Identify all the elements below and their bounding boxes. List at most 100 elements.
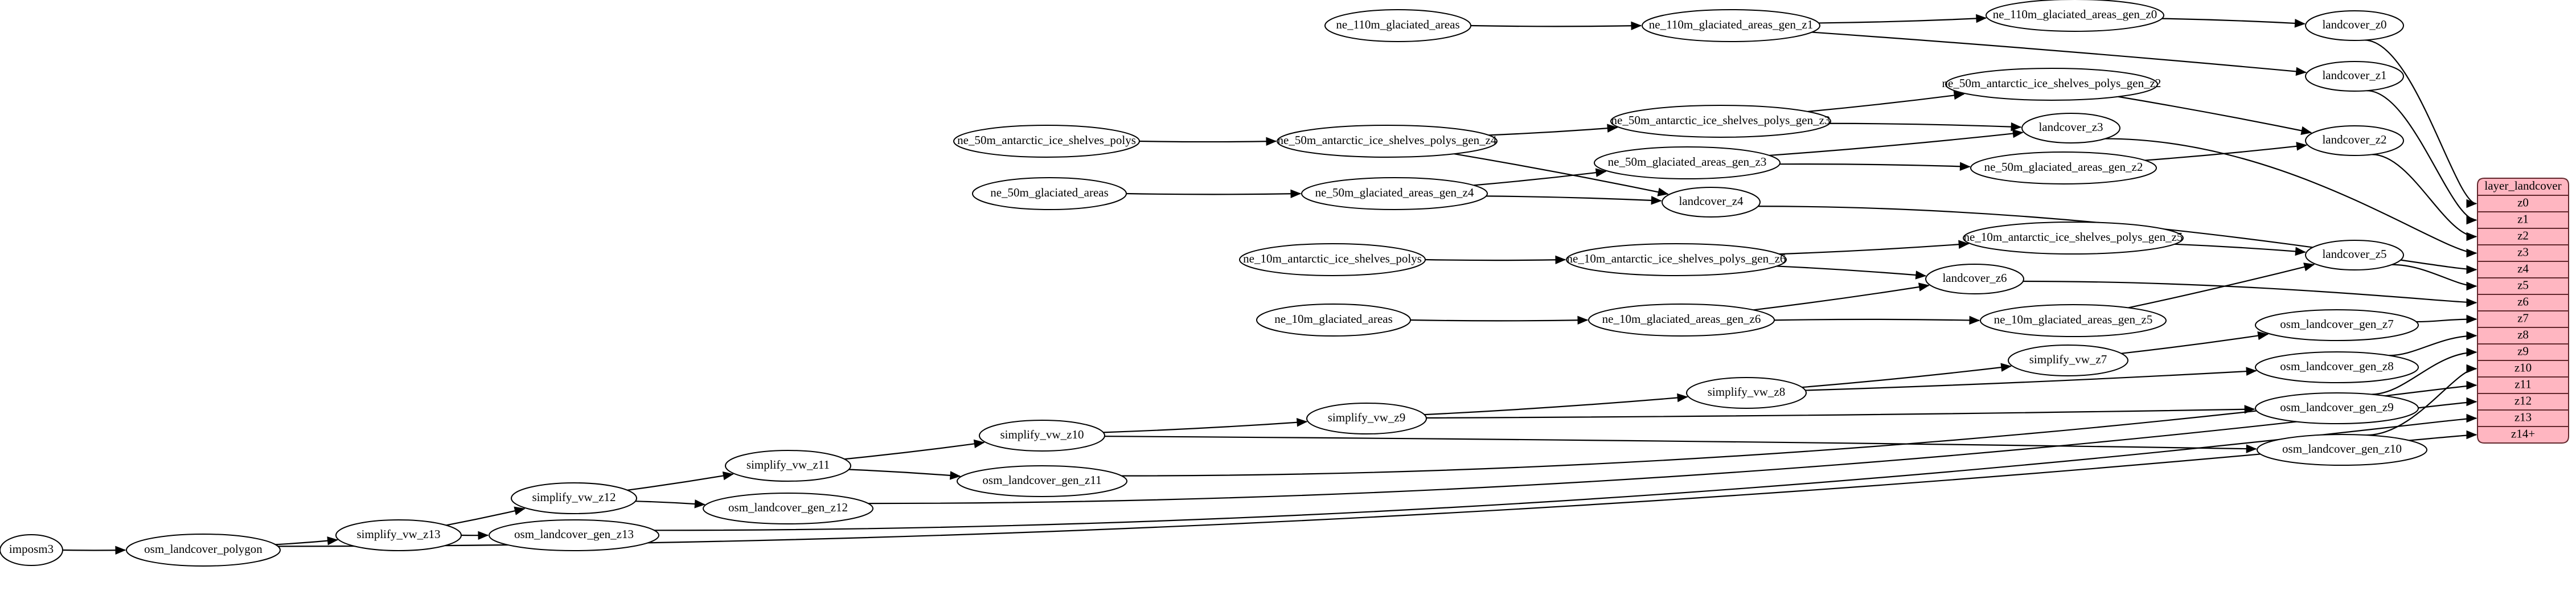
node-ne_10m_antarctic_ice_shelves_polys_gen_z5[interactable]: ne_10m_antarctic_ice_shelves_polys_gen_z…: [1963, 222, 2184, 255]
node-ne_10m_antarctic_ice_shelves_polys_gen_z6[interactable]: ne_10m_antarctic_ice_shelves_polys_gen_z…: [1566, 243, 1787, 276]
node-ellipse[interactable]: [1588, 304, 1775, 337]
node-osm_landcover_gen_z11[interactable]: osm_landcover_gen_z11: [957, 465, 1127, 497]
node-ellipse[interactable]: [2255, 351, 2419, 383]
table-row-label: z13: [2515, 410, 2532, 424]
node-osm_landcover_gen_z9[interactable]: osm_landcover_gen_z9: [2255, 392, 2419, 424]
node-ellipse[interactable]: [1925, 264, 2024, 294]
node-landcover_z6[interactable]: landcover_z6: [1925, 264, 2024, 294]
node-ne_110m_glaciated_areas_gen_z1[interactable]: ne_110m_glaciated_areas_gen_z1: [1642, 9, 1820, 42]
node-ellipse[interactable]: [0, 534, 63, 566]
table-row-z8[interactable]: [2477, 327, 2569, 345]
node-landcover_z3[interactable]: landcover_z3: [2021, 113, 2120, 143]
node-ne_10m_antarctic_ice_shelves_polys[interactable]: ne_10m_antarctic_ice_shelves_polys: [1239, 243, 1426, 276]
node-ellipse[interactable]: [1594, 146, 1781, 179]
arrowhead-ne_50m_glaciated_areas_gen_z4: [1290, 189, 1302, 199]
node-label: osm_landcover_gen_z8: [2280, 359, 2393, 373]
node-ellipse[interactable]: [1277, 125, 1498, 158]
node-label: simplify_vw_z12: [532, 490, 616, 504]
table-row-z1[interactable]: [2477, 211, 2569, 229]
node-simplify_vw_z9[interactable]: simplify_vw_z9: [1306, 403, 1427, 434]
table-row-z14plus[interactable]: [2477, 426, 2569, 444]
node-ellipse[interactable]: [1970, 151, 2157, 184]
node-landcover_z5[interactable]: landcover_z5: [2305, 240, 2404, 270]
node-ellipse[interactable]: [1306, 403, 1427, 434]
node-simplify_vw_z8[interactable]: simplify_vw_z8: [1686, 377, 1807, 409]
table-row-z6[interactable]: [2477, 294, 2569, 311]
node-ne_50m_glaciated_areas_gen_z4[interactable]: ne_50m_glaciated_areas_gen_z4: [1301, 177, 1488, 210]
node-ne_50m_glaciated_areas_gen_z3[interactable]: ne_50m_glaciated_areas_gen_z3: [1594, 146, 1781, 179]
arrowhead-landcover_z2: [2296, 142, 2307, 151]
node-ellipse[interactable]: [2305, 61, 2404, 92]
node-osm_landcover_gen_z12[interactable]: osm_landcover_gen_z12: [703, 493, 873, 524]
node-osm_landcover_gen_z13[interactable]: osm_landcover_gen_z13: [489, 519, 659, 551]
node-ne_50m_glaciated_areas[interactable]: ne_50m_glaciated_areas: [972, 177, 1127, 210]
node-ellipse[interactable]: [1945, 68, 2158, 101]
node-ellipse[interactable]: [126, 534, 281, 567]
node-ellipse[interactable]: [335, 519, 462, 551]
node-ne_50m_antarctic_ice_shelves_polys_gen_z2[interactable]: ne_50m_antarctic_ice_shelves_polys_gen_z…: [1942, 68, 2161, 101]
node-ellipse[interactable]: [1239, 243, 1426, 276]
node-ne_10m_glaciated_areas[interactable]: ne_10m_glaciated_areas: [1256, 304, 1411, 337]
node-ellipse[interactable]: [1986, 0, 2164, 32]
node-simplify_vw_z13[interactable]: simplify_vw_z13: [335, 519, 462, 551]
node-ellipse[interactable]: [972, 177, 1127, 210]
node-landcover_z0[interactable]: landcover_z0: [2305, 10, 2404, 41]
table-row-z4[interactable]: [2477, 261, 2569, 278]
table-row-z10[interactable]: [2477, 360, 2569, 378]
node-ellipse[interactable]: [1642, 9, 1820, 42]
node-ellipse[interactable]: [725, 450, 851, 482]
node-ellipse[interactable]: [2255, 392, 2419, 424]
node-ellipse[interactable]: [1686, 377, 1807, 409]
table-row-z2[interactable]: [2477, 228, 2569, 245]
node-ne_10m_glaciated_areas_gen_z6[interactable]: ne_10m_glaciated_areas_gen_z6: [1588, 304, 1775, 337]
node-ellipse[interactable]: [1301, 177, 1488, 210]
node-ellipse[interactable]: [2305, 240, 2404, 270]
node-ne_10m_glaciated_areas_gen_z5[interactable]: ne_10m_glaciated_areas_gen_z5: [1980, 304, 2167, 337]
node-ellipse[interactable]: [1256, 304, 1411, 337]
node-osm_landcover_gen_z10[interactable]: osm_landcover_gen_z10: [2257, 434, 2427, 466]
node-ellipse[interactable]: [1662, 187, 1761, 218]
node-ellipse[interactable]: [2305, 10, 2404, 41]
node-ne_50m_antarctic_ice_shelves_polys_gen_z3[interactable]: ne_50m_antarctic_ice_shelves_polys_gen_z…: [1610, 105, 1831, 138]
node-ne_110m_glaciated_areas_gen_z0[interactable]: ne_110m_glaciated_areas_gen_z0: [1986, 0, 2164, 32]
arrowhead-simplify_vw_z12: [514, 506, 526, 515]
node-ellipse[interactable]: [1324, 9, 1471, 42]
node-ellipse[interactable]: [1566, 243, 1787, 276]
node-landcover_z2[interactable]: landcover_z2: [2305, 125, 2404, 156]
node-ne_110m_glaciated_areas[interactable]: ne_110m_glaciated_areas: [1324, 9, 1471, 42]
edge-ne_50m_glaciated_areas_gen_z3-to-landcover_z3: [1769, 132, 2023, 157]
node-ellipse[interactable]: [511, 482, 637, 514]
table-row-z7[interactable]: [2477, 310, 2569, 328]
node-simplify_vw_z7[interactable]: simplify_vw_z7: [2008, 345, 2128, 376]
table-row-z11[interactable]: [2477, 376, 2569, 394]
node-simplify_vw_z10[interactable]: simplify_vw_z10: [979, 420, 1105, 452]
node-ne_50m_antarctic_ice_shelves_polys_gen_z4[interactable]: ne_50m_antarctic_ice_shelves_polys_gen_z…: [1277, 125, 1498, 158]
node-landcover_z4[interactable]: landcover_z4: [1662, 187, 1761, 218]
node-ellipse[interactable]: [1963, 222, 2184, 255]
table-row-z13[interactable]: [2477, 409, 2569, 427]
node-ellipse[interactable]: [2255, 309, 2419, 341]
node-osm_landcover_gen_z8[interactable]: osm_landcover_gen_z8: [2255, 351, 2419, 383]
node-osm_landcover_gen_z7[interactable]: osm_landcover_gen_z7: [2255, 309, 2419, 341]
node-label: imposm3: [9, 542, 54, 556]
node-ellipse[interactable]: [957, 465, 1127, 497]
table-row-z3[interactable]: [2477, 244, 2569, 262]
node-ne_50m_antarctic_ice_shelves_polys[interactable]: ne_50m_antarctic_ice_shelves_polys: [953, 125, 1140, 158]
node-landcover_z1[interactable]: landcover_z1: [2305, 61, 2404, 92]
node-simplify_vw_z11[interactable]: simplify_vw_z11: [725, 450, 851, 482]
node-ellipse[interactable]: [2008, 345, 2128, 376]
node-ellipse[interactable]: [2257, 434, 2427, 466]
node-label: landcover_z0: [2322, 18, 2386, 31]
node-ellipse[interactable]: [2021, 113, 2120, 143]
node-ellipse[interactable]: [1610, 105, 1831, 138]
node-ellipse[interactable]: [979, 420, 1105, 452]
node-osm_landcover_polygon[interactable]: osm_landcover_polygon: [126, 534, 281, 567]
node-ellipse[interactable]: [489, 519, 659, 551]
node-ellipse[interactable]: [2305, 125, 2404, 156]
node-ellipse[interactable]: [1980, 304, 2167, 337]
node-ellipse[interactable]: [953, 125, 1140, 158]
node-simplify_vw_z12[interactable]: simplify_vw_z12: [511, 482, 637, 514]
node-imposm3[interactable]: imposm3: [0, 534, 63, 566]
node-ne_50m_glaciated_areas_gen_z2[interactable]: ne_50m_glaciated_areas_gen_z2: [1970, 151, 2157, 184]
node-ellipse[interactable]: [703, 493, 873, 524]
